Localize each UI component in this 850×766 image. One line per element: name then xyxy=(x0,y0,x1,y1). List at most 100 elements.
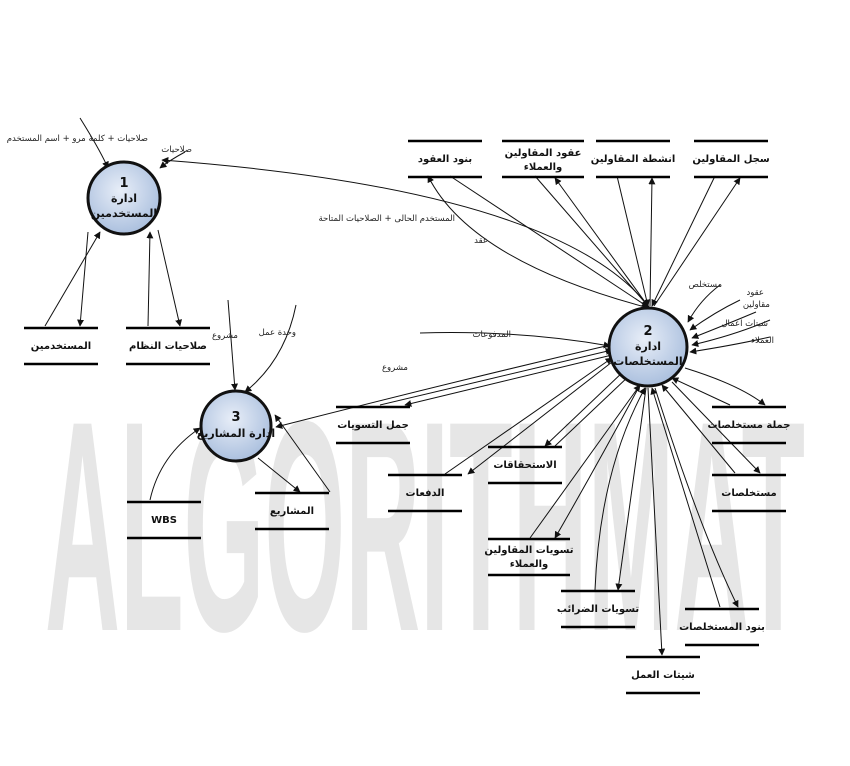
flow-tax-to-p2 xyxy=(594,387,646,591)
flow-activities-to-p2 xyxy=(616,175,650,307)
process-user-management-number: 1 xyxy=(119,176,128,191)
flow-label-payments-made: المدفوعات xyxy=(473,330,511,340)
store-worksheets: شيتات العمل xyxy=(626,655,700,695)
flow-p2-to-contracts xyxy=(554,177,649,307)
flow-labels: صلاحيات + كلمة مرو + اسم المستخدم صلاحيا… xyxy=(7,134,774,373)
flow-p2-to-contractor-settlements xyxy=(554,384,641,539)
flow-label-invoice-in: مستخلص xyxy=(689,280,722,290)
process-invoice-management: 2 ادارة المستخلصات xyxy=(607,306,689,388)
flow-arrows xyxy=(44,117,771,656)
store-contractor-contracts-label-2: والعملاء xyxy=(524,162,562,173)
store-contractor-settlements: تسويات المقاولين والعملاء xyxy=(484,537,574,577)
flow-invoices-total-to-p2 xyxy=(671,377,731,406)
flow-perms-arrow xyxy=(159,151,186,169)
flow-label-current-user: المستخدم الحالى + الصلاحيات المتاحة xyxy=(319,214,456,224)
flow-project-in-arrow xyxy=(227,299,239,391)
store-contractor-register-label: سجل المقاولين xyxy=(692,154,770,165)
store-wbs: WBS xyxy=(127,500,201,540)
flow-p2-to-invoice-items xyxy=(654,387,739,608)
flow-p2-to-p1 xyxy=(161,156,651,309)
flow-p2-to-tax xyxy=(615,387,647,591)
store-invoices-total-label: جملة مستخلصات xyxy=(708,420,791,431)
watermark-text: ALGORITHMAT xyxy=(45,358,805,694)
flow-p2-to-contract-items xyxy=(427,175,646,308)
flow-p3-to-projects xyxy=(257,457,301,493)
store-invoice-items-label: بنود المستخلصات xyxy=(679,622,765,633)
store-dues-label: الاستحقاقات xyxy=(493,460,556,471)
store-contractor-activities-label: انشطة المقاولين xyxy=(591,154,676,165)
flow-payments-made-arrow xyxy=(419,332,611,349)
store-contract-items-label: بنود العقود xyxy=(418,154,472,165)
store-wbs-label: WBS xyxy=(151,515,177,526)
process-invoice-management-line2: المستخلصات xyxy=(613,355,682,368)
store-tax-settlements-label: تسويات الضرائب xyxy=(557,604,640,615)
flow-label-work-unit: وحدة عمل xyxy=(259,328,296,338)
flow-label-contract: عقد xyxy=(474,236,488,246)
flow-label-clients-in: العملاء xyxy=(751,336,774,346)
store-contract-items: بنود العقود xyxy=(408,139,482,179)
process-invoice-management-number: 2 xyxy=(643,324,652,339)
store-invoices: مستخلصات xyxy=(712,473,786,513)
flow-payments-to-p2 xyxy=(444,357,613,475)
process-user-management-line1: ادارة xyxy=(111,192,137,205)
store-settlements-sum-label: جمل التسويات xyxy=(337,420,409,431)
flow-p2-to-register xyxy=(653,177,741,307)
store-contractor-activities: انشطة المقاولين xyxy=(591,139,676,179)
flow-contracts-in-arrow xyxy=(689,299,741,331)
store-contractor-settlements-label-1: تسويات المقاولين xyxy=(484,545,573,556)
flow-clients-in-arrow xyxy=(689,336,771,355)
flow-label-project-to-invoices: مشروع xyxy=(382,363,408,373)
process-user-management-line2: المستخدمين xyxy=(91,207,157,220)
store-contractor-contracts: عقود المقاولين والعملاء xyxy=(502,139,584,179)
process-project-management-number: 3 xyxy=(231,410,240,425)
flow-users-to-p1 xyxy=(44,231,101,327)
store-invoices-total: جملة مستخلصات xyxy=(708,405,791,445)
store-invoices-label: مستخلصات xyxy=(721,488,776,499)
process-project-management: 3 ادارة المشاريع xyxy=(197,389,275,463)
store-contractor-register: سجل المقاولين xyxy=(692,139,770,179)
flow-p1-to-users xyxy=(77,231,89,327)
flow-contracts-to-p2 xyxy=(534,175,649,307)
flow-dues-to-p2 xyxy=(554,374,631,447)
store-system-permissions: صلاحيات النظام xyxy=(126,326,210,366)
flow-perms-to-p1 xyxy=(146,231,154,327)
flow-p1-to-perms xyxy=(157,229,183,327)
store-invoice-items: بنود المستخلصات xyxy=(679,607,765,647)
flow-contractor-settlements-to-p2 xyxy=(529,384,641,539)
store-contractor-contracts-label-1: عقود المقاولين xyxy=(505,148,582,159)
flow-label-contracts-in: عقود xyxy=(746,288,764,298)
flow-worksheets-in-arrow xyxy=(691,319,771,347)
flow-settlements-sum-to-p2 xyxy=(379,348,613,406)
store-payments: الدفعات xyxy=(388,473,462,513)
flow-contractors-in-arrow xyxy=(691,311,757,339)
flow-label-project-in: مشروع xyxy=(212,331,238,341)
flow-p2-to-payments xyxy=(467,361,613,475)
store-dues: الاستحقاقات xyxy=(488,445,562,485)
store-settlements-sum: جمل التسويات xyxy=(336,405,410,445)
flow-contract-items-to-p2 xyxy=(449,175,649,308)
flow-p2-to-p3 xyxy=(275,344,611,429)
process-project-management-line1: ادارة المشاريع xyxy=(197,427,275,440)
store-projects: المشاريع xyxy=(255,491,329,531)
store-tax-settlements: تسويات الضرائب xyxy=(557,589,640,629)
flow-p2-to-worksheets xyxy=(647,387,666,656)
flow-p2-to-activities xyxy=(648,177,656,307)
flow-register-to-p2 xyxy=(651,175,716,307)
flow-projects-to-p3 xyxy=(274,414,331,493)
flow-p2-to-settlements-sum xyxy=(404,354,613,407)
flow-p2-to-invoices-total xyxy=(684,367,766,406)
flow-wbs-to-p3 xyxy=(149,427,201,501)
store-users-label: المستخدمين xyxy=(31,341,91,352)
flow-p2-to-dues xyxy=(544,369,626,447)
process-invoice-management-line1: ادارة xyxy=(635,340,661,353)
flow-work-unit-arrow xyxy=(244,304,297,393)
flow-invoices-to-p2 xyxy=(661,384,736,474)
flow-label-perms: صلاحيات xyxy=(161,145,192,155)
store-contractor-settlements-label-2: والعملاء xyxy=(510,559,548,570)
store-worksheets-label: شيتات العمل xyxy=(631,670,695,681)
flow-invoice-in-arrow xyxy=(687,284,721,323)
store-system-permissions-label: صلاحيات النظام xyxy=(129,341,207,352)
store-projects-label: المشاريع xyxy=(270,506,314,517)
flow-label-login: صلاحيات + كلمة مرو + اسم المستخدم xyxy=(7,134,148,144)
